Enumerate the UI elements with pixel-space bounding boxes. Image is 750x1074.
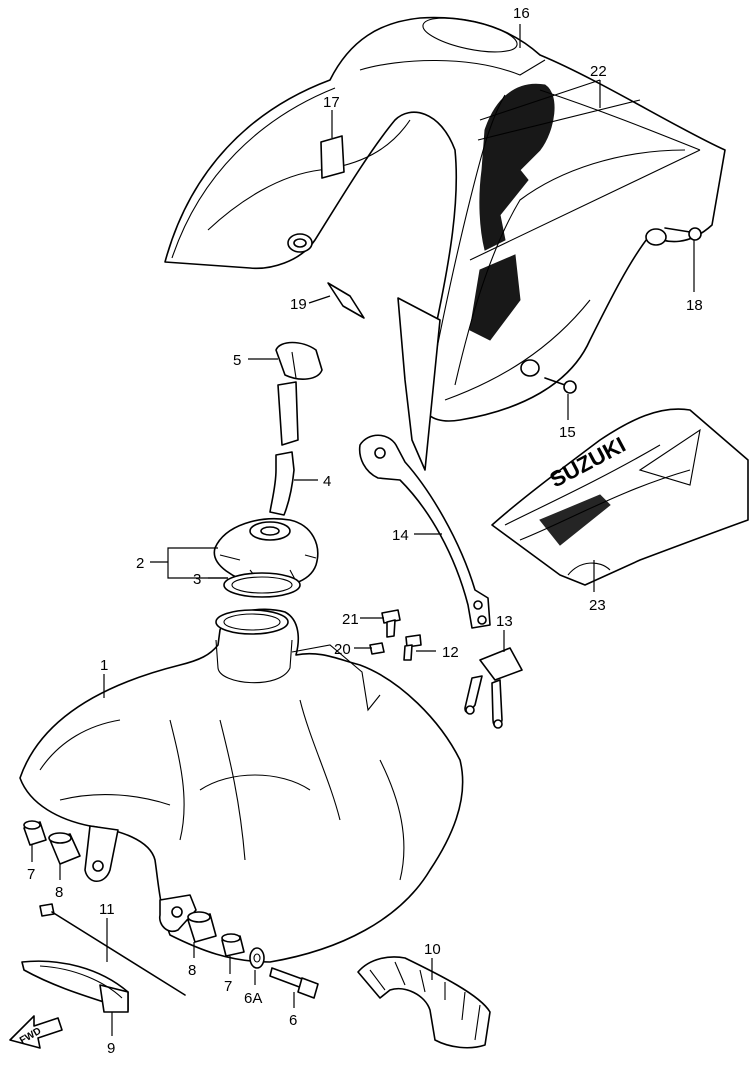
callout-19: 19: [290, 296, 307, 313]
part-12-bolt[interactable]: [403, 634, 422, 661]
part-11-cable-tie[interactable]: [39, 903, 186, 996]
part-6-bolt[interactable]: [269, 967, 319, 999]
fwd-arrow: FWD: [9, 1015, 63, 1049]
part-4-hose[interactable]: [269, 381, 299, 516]
part-14-bracket[interactable]: [358, 434, 491, 629]
part-15-screw[interactable]: [544, 377, 577, 394]
part-13-band[interactable]: [464, 647, 523, 729]
part-3-gasket[interactable]: [223, 572, 301, 598]
callout-23: 23: [589, 597, 606, 614]
part-7-collar-right[interactable]: [221, 933, 245, 957]
part-23-side-cover[interactable]: SUZUKI: [491, 408, 749, 586]
callout-14: 14: [392, 527, 409, 544]
callout-17: 17: [323, 94, 340, 111]
callout-7-right: 7: [224, 978, 232, 995]
part-21-bolt[interactable]: [381, 609, 401, 638]
part-18-screw[interactable]: [664, 227, 702, 241]
callout-3: 3: [193, 571, 201, 588]
leader-lines: [31, 24, 695, 1036]
part-5-clamp[interactable]: [275, 341, 323, 380]
part-19-plate[interactable]: [327, 282, 365, 319]
callout-8-right: 8: [188, 962, 196, 979]
part-20-collar[interactable]: [369, 642, 385, 655]
callout-11: 11: [99, 901, 115, 918]
part-6a-washer[interactable]: [249, 947, 265, 969]
callout-20: 20: [334, 641, 351, 658]
callout-12: 12: [442, 644, 459, 661]
callout-22: 22: [590, 63, 607, 80]
callout-1: 1: [100, 657, 108, 674]
callout-16: 16: [513, 5, 530, 22]
callout-9: 9: [107, 1040, 115, 1057]
part-1-fuel-tank[interactable]: [19, 608, 464, 963]
callout-10: 10: [424, 941, 441, 958]
part-8-cushion-right[interactable]: [187, 911, 217, 943]
callout-8-left: 8: [55, 884, 63, 901]
callout-7-left: 7: [27, 866, 35, 883]
callout-4: 4: [323, 473, 331, 490]
part-2-fuel-cap[interactable]: [213, 517, 319, 588]
callout-5: 5: [233, 352, 241, 369]
callout-2: 2: [136, 555, 144, 572]
part-7-collar-left[interactable]: [23, 820, 47, 846]
callout-13: 13: [496, 613, 513, 630]
part-8-cushion-left[interactable]: [48, 832, 81, 865]
callout-21: 21: [342, 611, 359, 628]
callout-6: 6: [289, 1012, 297, 1029]
callout-labels: 16 22 17 18 19 5 4 15 23 14 2 3 21 20 12…: [27, 5, 703, 1057]
part-9-protector[interactable]: [21, 960, 129, 1013]
part-16-tank-shroud[interactable]: [164, 11, 726, 471]
part-10-protector[interactable]: [357, 956, 491, 1049]
callout-18: 18: [686, 297, 703, 314]
part-17-label[interactable]: [320, 135, 345, 179]
callout-15: 15: [559, 424, 576, 441]
callout-6a: 6A: [244, 990, 262, 1007]
